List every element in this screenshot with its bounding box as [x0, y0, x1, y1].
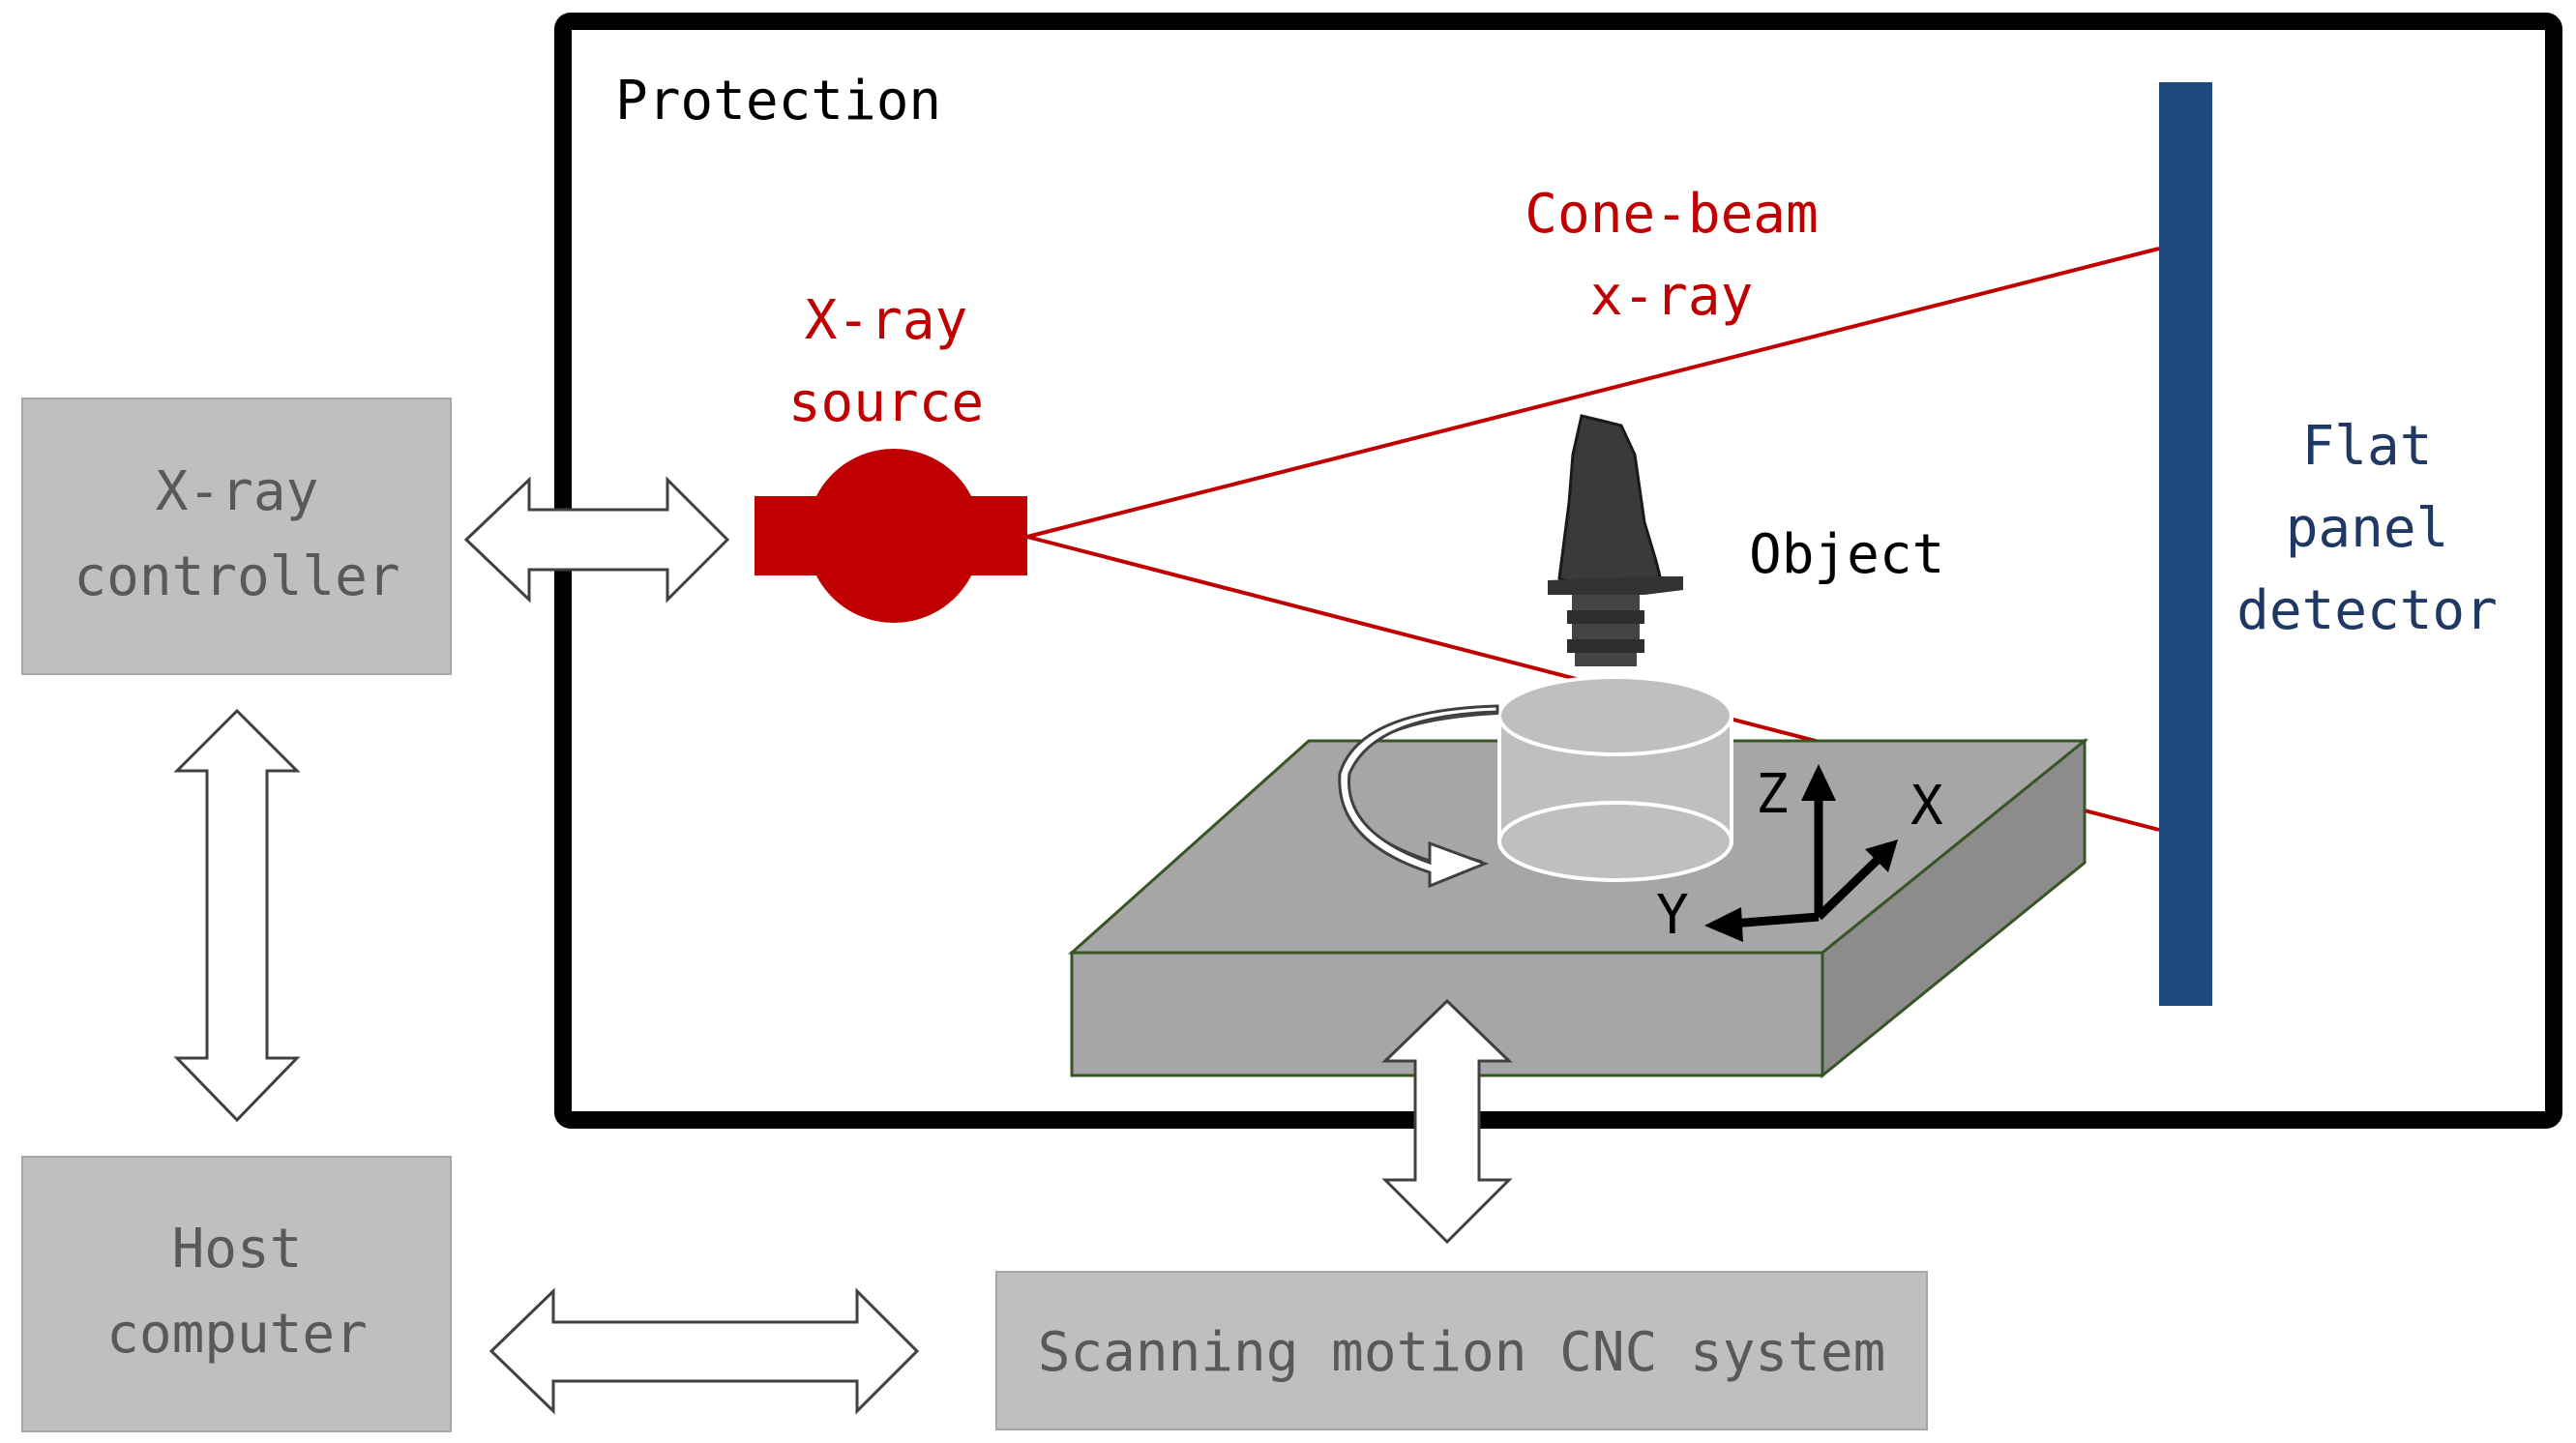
protection-label: Protection	[615, 70, 941, 133]
host-computer-label-line2: computer	[106, 1303, 368, 1366]
axis-y-label: Y	[1656, 884, 1689, 947]
double-arrow-host-cnc	[489, 1287, 920, 1415]
cone-beam-label-line1: Cone-beam	[1525, 183, 1818, 246]
xray-controller-label-line2: controller	[74, 545, 400, 608]
axis-z-label: Z	[1756, 763, 1789, 826]
object-blade	[1548, 414, 1683, 666]
flat-panel-detector	[2159, 82, 2212, 1006]
cone-beam-label-line2: x-ray	[1590, 265, 1754, 328]
double-arrow-controller-source	[463, 476, 730, 604]
double-arrow-stage-cnc	[1381, 998, 1513, 1245]
rotary-turntable-cylinder	[1497, 675, 1733, 882]
host-computer-box	[21, 1156, 452, 1432]
xray-controller-label-line1: X-ray	[156, 460, 319, 523]
coordinate-axes	[1704, 764, 1898, 942]
axis-x-label: X	[1910, 775, 1943, 838]
double-arrow-controller-host	[173, 708, 301, 1123]
detector-label-line3: detector	[2236, 579, 2498, 642]
xray-controller-box	[21, 398, 452, 675]
detector-label-line1: Flat	[2302, 415, 2433, 478]
host-computer-label-line1: Host	[172, 1218, 303, 1281]
detector-label-line2: panel	[2286, 497, 2449, 560]
cnc-system-box	[995, 1271, 1928, 1430]
xray-source-label-line2: source	[788, 371, 984, 434]
xray-source-label-line1: X-ray	[805, 289, 968, 352]
object-label: Object	[1749, 523, 1944, 586]
xray-source	[755, 449, 1027, 623]
rotation-arrow-icon	[1338, 704, 1499, 889]
cone-beam-upper-edge	[1026, 247, 2160, 539]
cnc-system-label: Scanning motion CNC system	[1038, 1321, 1886, 1384]
